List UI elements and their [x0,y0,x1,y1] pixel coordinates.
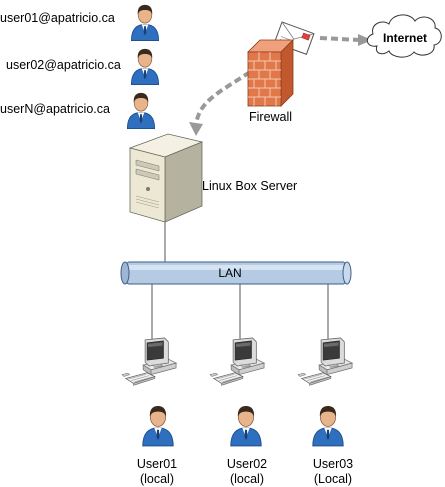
firewall-to-server-arrow [189,70,252,136]
remote-user-1-email: user01@apatricio.ca [0,11,115,25]
local-user-2-caption: User02 (local) [217,457,277,487]
local-user-3-name: User03 [312,457,354,471]
remote-user-1-person-icon [130,4,160,41]
local-user-2-location: (local) [229,472,265,486]
remote-user-2-person-icon [130,48,160,85]
server-tower-icon [128,133,204,223]
local-user-3-person-icon [312,405,344,447]
server-label: Linux Box Server [202,179,298,193]
brick-wall-icon [247,39,294,107]
local-user-2-name: User02 [226,457,268,471]
workstation-3-icon [297,337,353,386]
local-user-3-location: (Local) [313,472,353,486]
firewall-label: Firewall [249,110,293,124]
cloud-icon [366,14,442,58]
local-user-1-name: User01 [136,457,178,471]
local-user-3-caption: User03 (Local) [303,457,363,487]
internet-label: Internet [382,31,427,45]
lan-label: LAN [218,266,242,280]
local-user-1-caption: User01 (local) [127,457,187,487]
local-user-1-person-icon [142,405,174,447]
workstation-1-icon [121,337,177,386]
workstation-2-icon [209,337,265,386]
email-to-internet-arrow [319,34,372,46]
local-user-1-location: (local) [139,472,175,486]
remote-user-N-email: userN@apatricio.ca [0,102,110,116]
remote-user-N-person-icon [126,92,156,129]
remote-user-2-email: user02@apatricio.ca [6,58,121,72]
lan-bus [120,261,352,285]
local-user-2-person-icon [230,405,262,447]
